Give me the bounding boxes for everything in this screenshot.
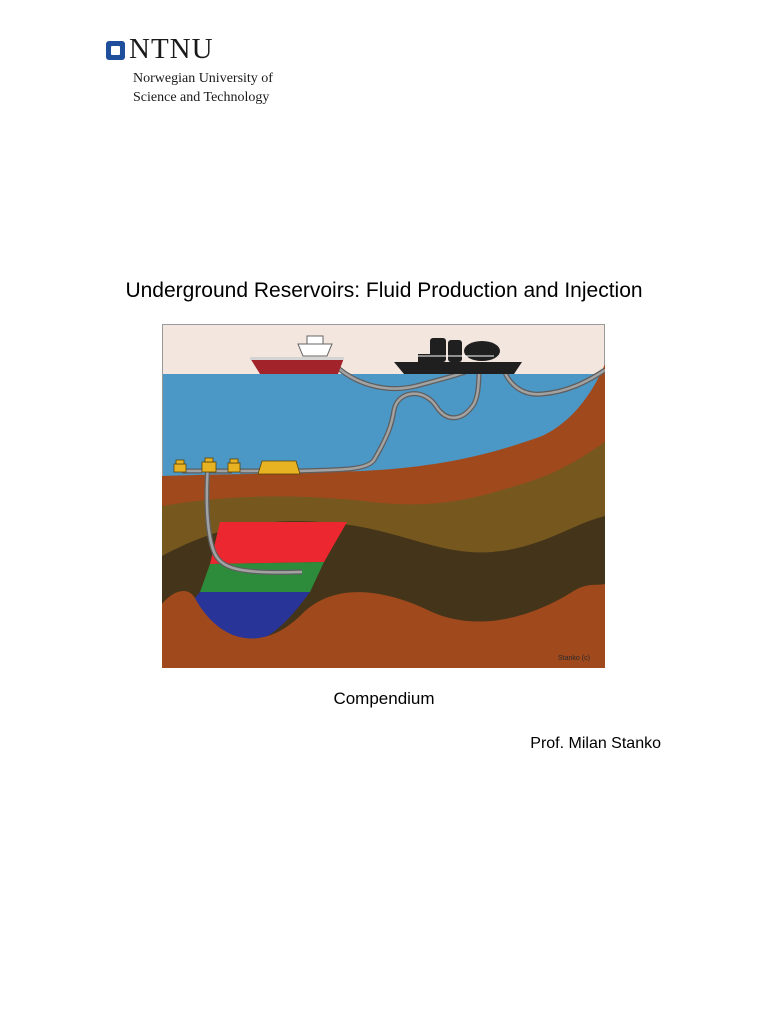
subsea-templates (173, 457, 301, 475)
logo-wordmark: NTNU (129, 33, 214, 65)
document-title: Underground Reservoirs: Fluid Production… (125, 279, 643, 302)
fpso-ship (250, 335, 344, 374)
document-subtitle: Compendium (333, 689, 435, 708)
bottom-layer (162, 584, 605, 668)
document-author: Prof. Milan Stanko (530, 735, 661, 752)
export-pipe-inner (500, 363, 605, 396)
reservoir-illustration: Stanko (c) (162, 324, 605, 668)
sky (162, 324, 605, 374)
reservoir-gas-zone (210, 522, 347, 564)
logo-university-line1: Norwegian University of (133, 71, 273, 86)
flowline-pipe-inner (182, 363, 482, 473)
illustration-credit: Stanko (c) (558, 655, 590, 662)
ntnu-logo: NTNU Norwegian University of Science and… (106, 33, 296, 108)
ntnu-logo-icon (106, 41, 125, 60)
well-pipe-inner (205, 463, 303, 574)
reservoir-oil-zone (200, 562, 324, 592)
production-platform-ship (394, 338, 522, 374)
logo-university-line2: Science and Technology (133, 90, 270, 105)
